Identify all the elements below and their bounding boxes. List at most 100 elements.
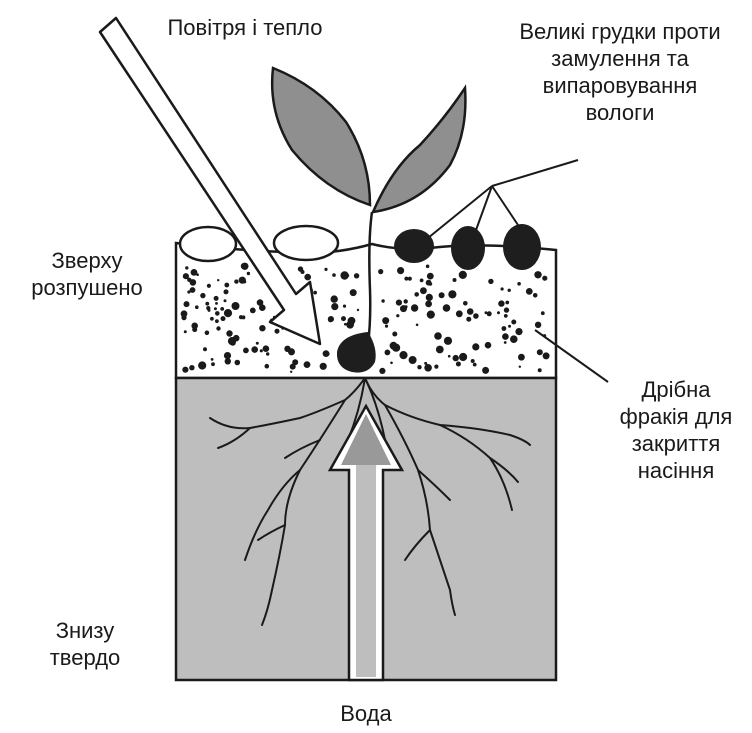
- soil-particle: [341, 316, 346, 321]
- soil-particle: [420, 287, 427, 294]
- soil-particle: [517, 282, 521, 286]
- soil-particle: [425, 301, 432, 308]
- soil-particle: [397, 267, 404, 274]
- soil-particle: [195, 305, 199, 309]
- soil-particle: [473, 363, 477, 367]
- label-fine-fraction: Дрібна фракія для закриття насіння: [600, 376, 752, 484]
- soil-particle: [471, 359, 475, 363]
- soil-particle: [436, 346, 444, 354]
- soil-particle: [434, 365, 438, 369]
- soil-particle: [381, 299, 384, 302]
- soil-particle: [184, 301, 190, 307]
- soil-particle: [354, 273, 359, 278]
- soil-particle: [385, 325, 388, 328]
- soil-particle: [485, 342, 492, 349]
- label-bottom-hard-line-2: твердо: [30, 644, 140, 671]
- soil-particle: [416, 324, 419, 327]
- label-bottom-hard-line-1: Знизу: [30, 617, 140, 644]
- soil-particle: [511, 320, 516, 325]
- soil-particle: [533, 293, 538, 298]
- soil-particle: [498, 300, 504, 306]
- soil-particle: [224, 283, 229, 288]
- surface-pebble-1: [180, 227, 236, 261]
- soil-particle: [241, 263, 248, 270]
- soil-particle: [485, 311, 488, 314]
- soil-particle: [444, 337, 452, 345]
- soil-particle: [443, 304, 451, 312]
- soil-particle: [405, 305, 408, 308]
- soil-particle: [453, 355, 459, 361]
- soil-particle: [216, 326, 220, 330]
- soil-particle: [417, 365, 421, 369]
- soil-particle: [232, 302, 240, 310]
- label-big-clumps-line-1: Великі грудки проти: [495, 18, 745, 45]
- large-clump-1: [394, 229, 434, 263]
- soil-particle: [211, 358, 214, 361]
- soil-particle: [526, 288, 533, 295]
- soil-particle: [190, 287, 196, 293]
- label-top-loose: Зверху розпушено: [22, 247, 152, 301]
- soil-particle: [235, 360, 241, 366]
- label-water: Вода: [316, 700, 416, 727]
- soil-particle: [424, 362, 427, 365]
- label-fine-fraction-line-2: фракія для: [600, 403, 752, 430]
- soil-particle: [408, 277, 412, 281]
- soil-particle: [473, 313, 479, 319]
- soil-particle: [519, 366, 521, 368]
- soil-particle: [263, 345, 270, 352]
- soil-particle: [343, 305, 346, 308]
- soil-particle: [426, 294, 433, 301]
- soil-particle: [344, 323, 347, 326]
- soil-particle: [203, 347, 207, 351]
- soil-particle: [420, 279, 424, 283]
- soil-particle: [501, 287, 504, 290]
- soil-particle: [340, 271, 348, 279]
- large-clump-2: [451, 226, 485, 270]
- soil-particle: [207, 284, 211, 288]
- soil-particle: [396, 314, 399, 317]
- soil-particle: [320, 363, 327, 370]
- soil-particle: [348, 317, 356, 325]
- soil-particle: [467, 308, 474, 315]
- soil-particle: [504, 314, 508, 318]
- soil-particle: [487, 311, 492, 316]
- soil-particle: [390, 342, 398, 350]
- soil-particle: [183, 273, 189, 279]
- soil-particle: [534, 271, 541, 278]
- soil-particle: [233, 335, 240, 342]
- soil-particle: [508, 325, 511, 328]
- soil-particle: [439, 292, 445, 298]
- soil-particle: [250, 308, 256, 314]
- soil-particle: [382, 317, 389, 324]
- soil-particle: [184, 330, 187, 333]
- label-air-heat: Повітря і тепло: [140, 14, 350, 41]
- soil-particle: [224, 299, 227, 302]
- soil-particle: [504, 307, 509, 312]
- soil-particle: [260, 349, 263, 352]
- soil-particle: [208, 309, 211, 312]
- soil-particle: [518, 354, 525, 361]
- soil-particle: [313, 291, 317, 295]
- soil-particle: [515, 328, 522, 335]
- seedling-right-leaf: [373, 88, 465, 212]
- soil-particle: [448, 355, 451, 358]
- soil-particle: [508, 289, 511, 292]
- soil-particle: [323, 350, 330, 357]
- soil-particle: [259, 325, 265, 331]
- large-clump-3: [503, 224, 541, 270]
- soil-particle: [385, 350, 391, 356]
- soil-particle: [411, 304, 418, 311]
- soil-particle: [239, 315, 243, 319]
- soil-particle: [181, 310, 188, 317]
- label-bottom-hard: Знизу твердо: [30, 617, 140, 671]
- soil-particle: [542, 276, 547, 281]
- soil-particle: [214, 307, 217, 310]
- soil-particle: [304, 361, 311, 368]
- label-big-clumps-line-2: замулення та: [495, 45, 745, 72]
- soil-particle: [290, 371, 292, 373]
- soil-particle: [182, 367, 188, 373]
- water-arrow-shaft-fill: [356, 465, 376, 677]
- soil-particle: [538, 368, 542, 372]
- soil-particle: [243, 348, 249, 354]
- soil-particle: [472, 343, 479, 350]
